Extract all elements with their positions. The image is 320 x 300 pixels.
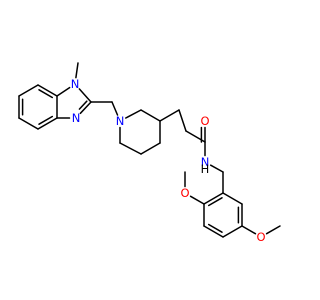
atom-label-carbonyl_o: O [200, 114, 209, 128]
atom-label-n1: N [71, 77, 80, 91]
bond-o_para-me_para [265, 225, 281, 235]
bond-r1-r2 [203, 192, 224, 205]
bond-c7a-b6 [37, 84, 58, 97]
atom-label-pip_n: N [116, 114, 125, 128]
bond-amide_n-benzyl_ch2 [209, 164, 224, 173]
bond-r1-r2-double [207, 197, 223, 207]
atom-label-amide_n: N [201, 155, 210, 169]
bond-p5-p6 [119, 142, 142, 155]
bond-pip_n-p2 [125, 109, 142, 119]
atom-label-n3: N [72, 111, 81, 125]
bond-layer [18, 62, 281, 238]
bond-r6-r1 [222, 192, 243, 205]
bond-r4-r5 [222, 225, 243, 238]
bond-r5-o_para [241, 225, 257, 235]
bond-r3-r4-double [207, 223, 223, 233]
bond-b5-c3a [37, 117, 58, 130]
bond-b6-b7 [18, 84, 39, 97]
bond-c7a-n1 [56, 86, 71, 97]
bond-r2-o_ortho [189, 195, 205, 205]
bond-chain1-chain2 [178, 109, 187, 132]
atom-label-o_para: O [256, 230, 265, 244]
bond-p4-p5 [140, 142, 161, 155]
bond-c7a-b6-double [38, 89, 54, 99]
bond-b4-b5 [18, 117, 39, 130]
atom-label-o_ortho: O [180, 186, 189, 200]
bond-n1-c2 [78, 88, 92, 103]
bond-p3-chain1 [159, 109, 180, 122]
bond-b5-c3a-double [38, 115, 54, 125]
atom-label-amide_h: H [201, 162, 210, 176]
bond-c2-n3 [79, 101, 92, 115]
bond-n1-methyl_n1 [75, 62, 79, 79]
bond-ch2_link-pip_n [111, 101, 119, 116]
bond-p2-p3 [140, 109, 161, 122]
bond-r3-r4 [203, 225, 224, 238]
bond-c2-n3-double [78, 100, 88, 110]
